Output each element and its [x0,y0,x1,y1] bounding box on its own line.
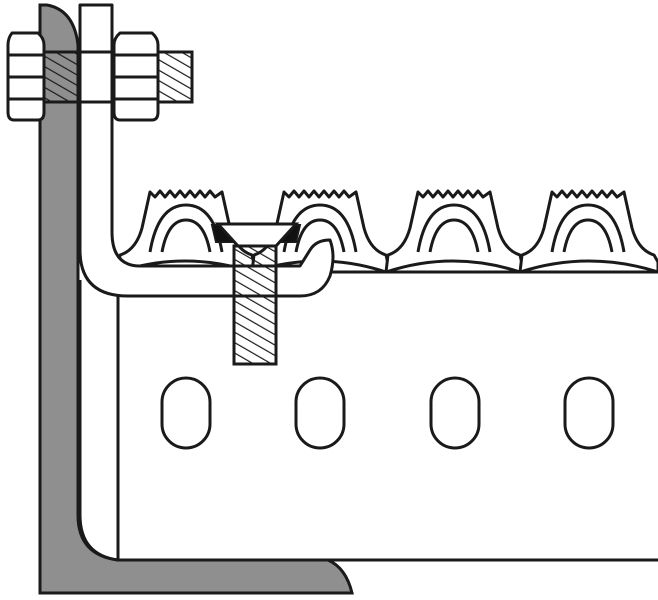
countersunk-screw-shank [232,244,278,366]
slotted-hole [294,376,346,450]
slotted-hole [563,376,615,450]
grating-surface [116,189,658,274]
j-bolt-hanger [78,3,335,298]
hex-nut [6,31,46,122]
slotted-hole [429,376,481,450]
hex-nut [112,31,160,122]
grating-ridge [518,189,658,274]
hanger-band-overlay [234,264,276,298]
slotted-holes [160,376,615,450]
grating-ridge [384,189,526,274]
slotted-hole [160,376,212,450]
